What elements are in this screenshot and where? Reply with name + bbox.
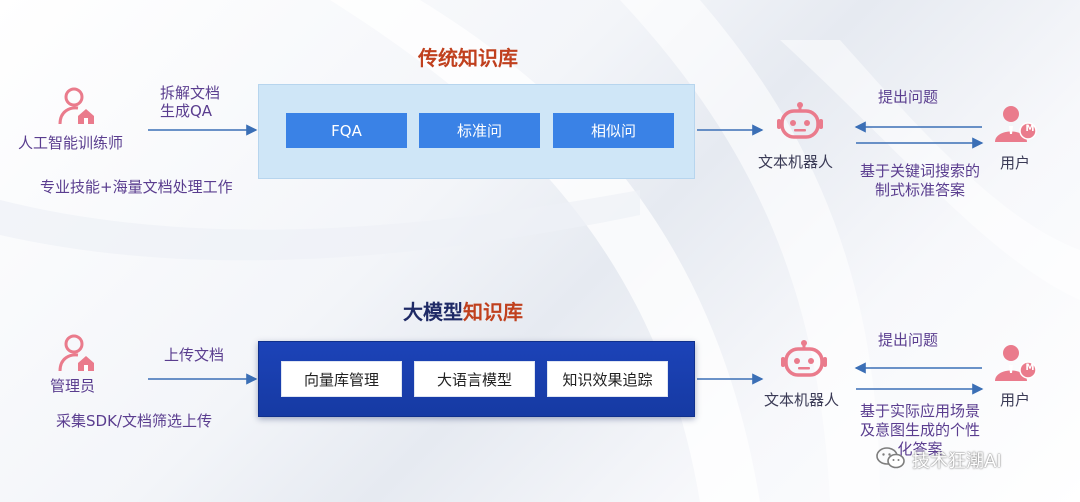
chip-fqa: FQA bbox=[286, 113, 407, 148]
arrow-label-split-docs: 拆解文档 bbox=[160, 84, 221, 102]
robot-label-bottom: 文本机器人 bbox=[764, 391, 840, 409]
person-house-icon bbox=[58, 87, 94, 125]
trainer-label: 人工智能训练师 bbox=[18, 134, 124, 152]
user-badge-letter-bottom: M bbox=[1025, 363, 1035, 373]
user-label-bottom: 用户 bbox=[1000, 391, 1031, 409]
chip-large-language-model: 大语言模型 bbox=[414, 361, 535, 397]
user-label-top: 用户 bbox=[1000, 154, 1031, 172]
traditional-kb-panel: FQA 标准问 相似问 bbox=[258, 84, 695, 179]
chip-vector-db-management: 向量库管理 bbox=[281, 361, 402, 397]
answer-label-bottom-line3: 化答案 bbox=[897, 440, 943, 458]
robot-icon bbox=[777, 102, 823, 139]
question-label-bottom: 提出问题 bbox=[878, 331, 939, 349]
user-badge-icon bbox=[995, 106, 1037, 142]
admin-label: 管理员 bbox=[50, 377, 96, 395]
answer-label-bottom-line2: 及意图生成的个性 bbox=[859, 421, 980, 439]
person-house-icon bbox=[58, 334, 94, 372]
trainer-description: 专业技能+海量文档处理工作 bbox=[40, 178, 233, 196]
llm-kb-title-part1: 大模型 bbox=[403, 300, 463, 324]
chip-similar-question: 相似问 bbox=[553, 113, 674, 148]
chip-knowledge-effect-tracking: 知识效果追踪 bbox=[547, 361, 668, 397]
user-badge-letter-top: M bbox=[1025, 124, 1035, 134]
chip-standard-question: 标准问 bbox=[419, 113, 540, 148]
answer-label-bottom-line1: 基于实际应用场景 bbox=[859, 402, 980, 420]
traditional-kb-title: 传统知识库 bbox=[418, 46, 518, 70]
arrow-label-generate-qa: 生成QA bbox=[160, 102, 213, 120]
admin-description: 采集SDK/文档筛选上传 bbox=[56, 412, 212, 430]
question-label-top: 提出问题 bbox=[878, 88, 939, 106]
llm-kb-title: 大模型知识库 bbox=[403, 296, 523, 325]
robot-icon bbox=[781, 340, 827, 377]
robot-label-top: 文本机器人 bbox=[758, 153, 834, 171]
user-badge-icon bbox=[995, 345, 1037, 381]
answer-label-top-line1: 基于关键词搜索的 bbox=[859, 162, 980, 180]
llm-kb-panel: 向量库管理 大语言模型 知识效果追踪 bbox=[258, 341, 695, 417]
arrow-label-upload-docs: 上传文档 bbox=[164, 346, 225, 364]
answer-label-top-line2: 制式标准答案 bbox=[874, 181, 965, 199]
wechat-icon bbox=[876, 447, 905, 469]
watermark-text: 技术狂潮AI bbox=[912, 451, 1002, 472]
llm-kb-title-part2: 知识库 bbox=[463, 300, 523, 324]
